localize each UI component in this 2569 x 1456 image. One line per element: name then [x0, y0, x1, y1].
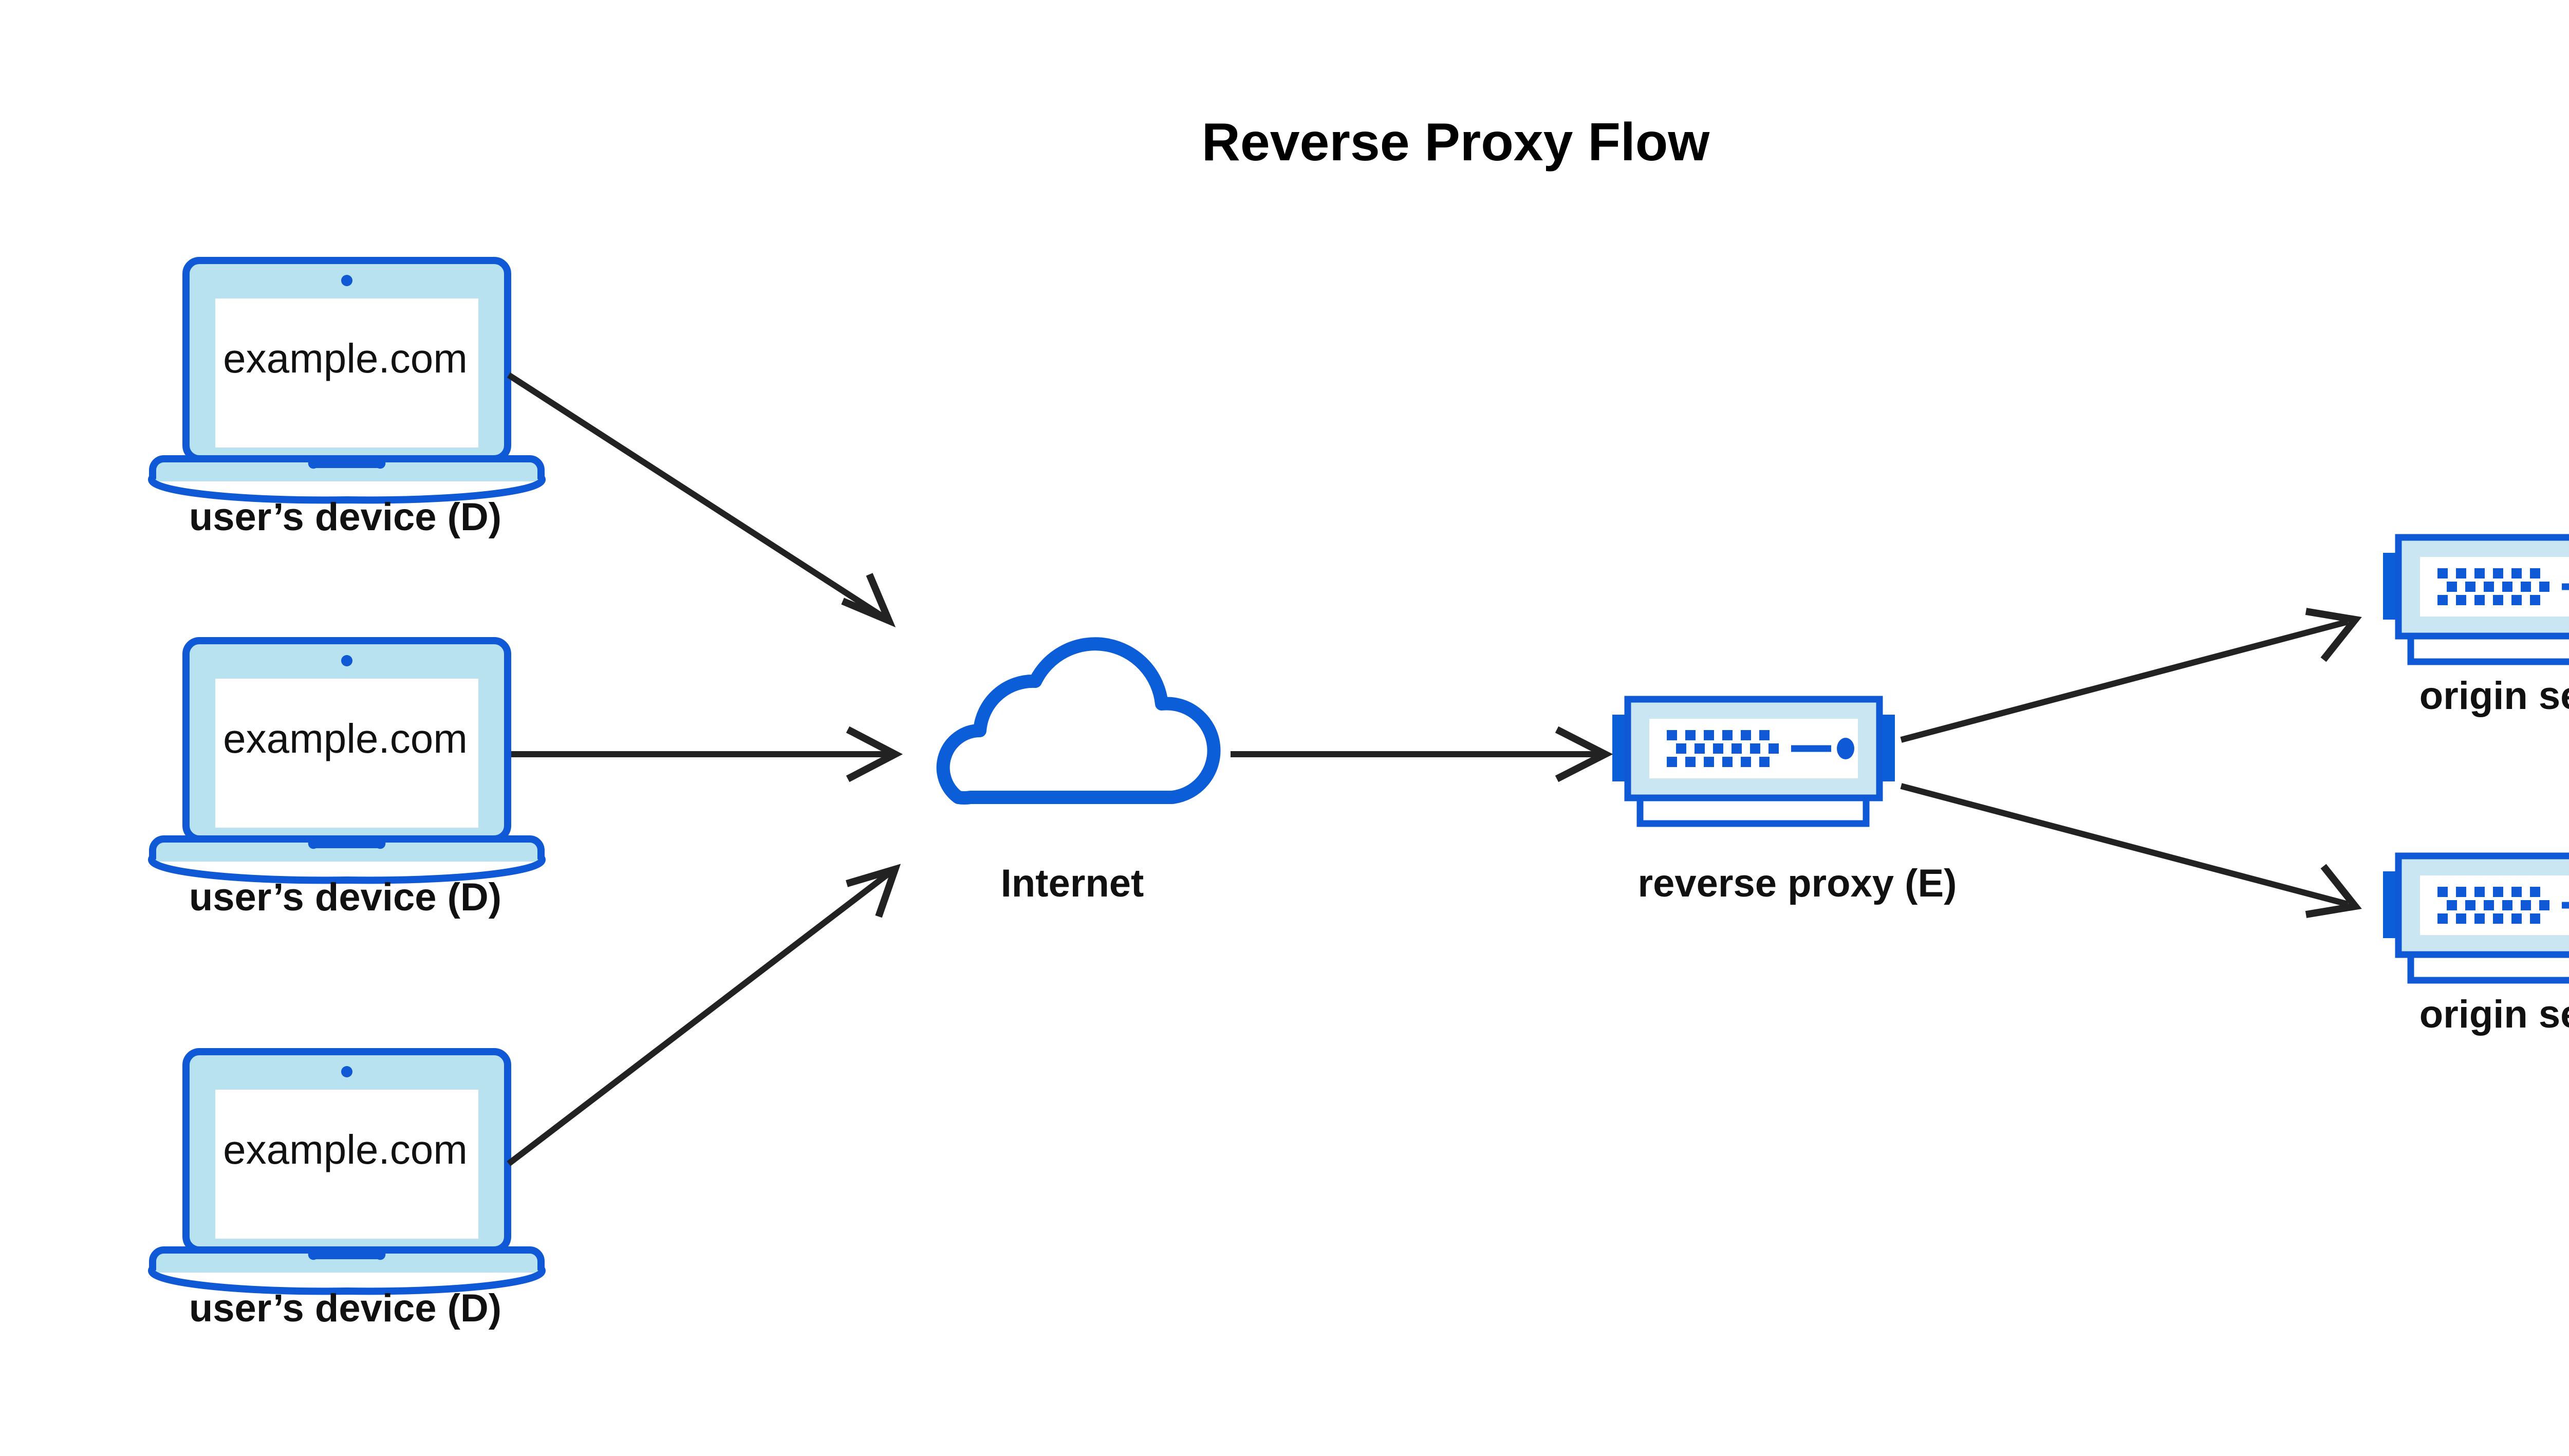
server-icon-reverse-proxy — [1612, 699, 1895, 824]
internet-label: Internet — [1001, 862, 1144, 905]
cloud-icon-internet — [943, 644, 1214, 798]
arrow-device-middle-to-internet — [511, 726, 903, 782]
device-middle-label: user’s device (D) — [189, 875, 501, 919]
arrow-device-top-to-internet — [507, 372, 896, 628]
device-bottom-screen-text: example.com — [223, 1127, 468, 1172]
page-title: Reverse Proxy Flow — [1202, 113, 1710, 172]
server-icon-origin-server-bottom — [2383, 856, 2569, 980]
reverse-proxy-label: reverse proxy (E) — [1638, 862, 1957, 905]
device-top-screen-text: example.com — [223, 335, 468, 381]
device-bottom-label: user’s device (D) — [189, 1286, 501, 1330]
arrow-reverse-proxy-to-origin-top — [1900, 608, 2362, 743]
arrow-device-bottom-to-internet — [507, 864, 901, 1166]
origin-server-top-label: origin server (F) — [2419, 674, 2569, 718]
device-top-label: user’s device (D) — [189, 495, 501, 539]
origin-server-bottom-label: origin server (F) — [2419, 993, 2569, 1036]
arrow-reverse-proxy-to-origin-bottom — [1900, 783, 2362, 918]
device-middle-screen-text: example.com — [223, 716, 468, 761]
server-icon-origin-server-top — [2383, 537, 2569, 662]
arrow-internet-to-reverse-proxy — [1231, 726, 1613, 782]
